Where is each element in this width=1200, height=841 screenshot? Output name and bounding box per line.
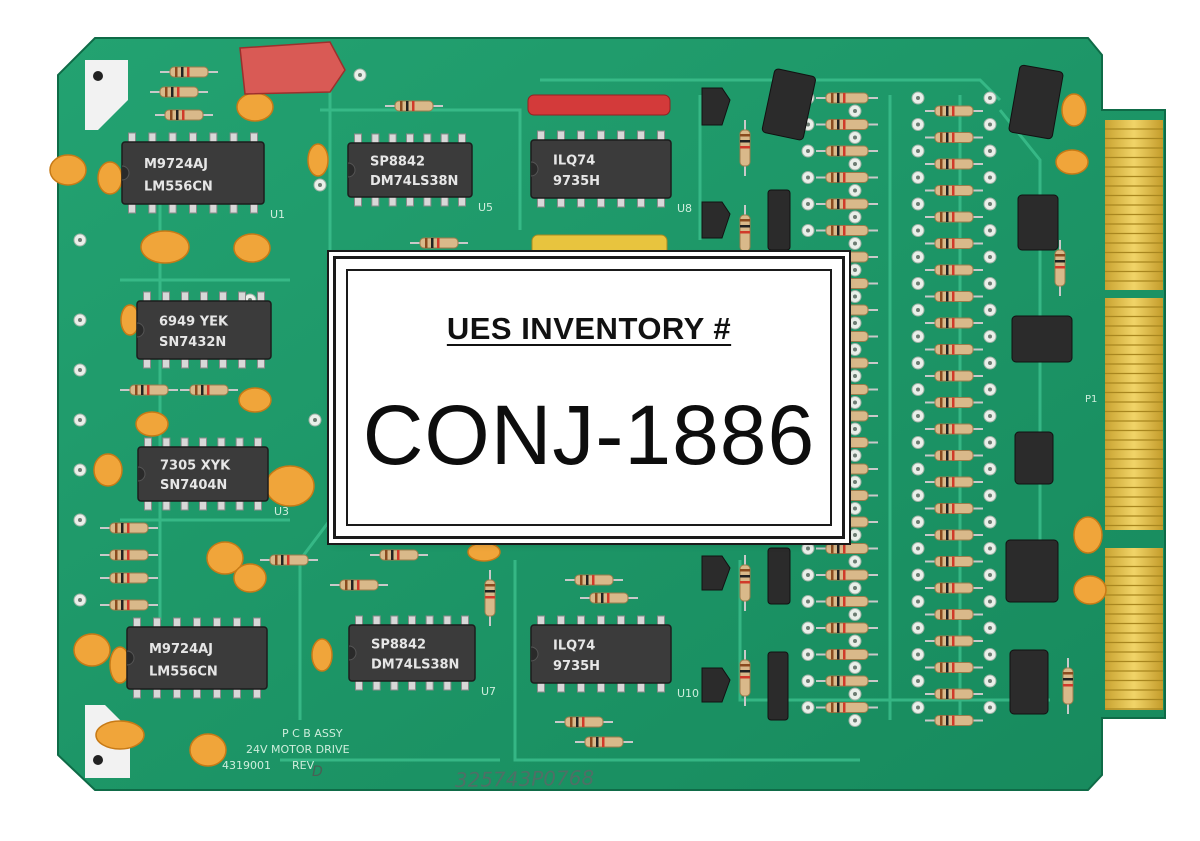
- connector-ref: P1: [1085, 394, 1097, 405]
- chip-top-text: ILQ74: [553, 638, 595, 653]
- chip-top-text: 6949 YEK: [159, 314, 229, 329]
- chip-bottom-text: DM74LS38N: [370, 174, 458, 189]
- inventory-label: UES INVENTORY # CONJ-1886: [333, 256, 845, 539]
- silkscreen: P C B ASSY 24V MOTOR DRIVE 4319001 REV D…: [222, 394, 1097, 780]
- chip-ref-text: U3: [274, 505, 289, 518]
- chip-ref-text: U8: [677, 202, 692, 215]
- chip-bottom-text: 9735H: [553, 174, 600, 189]
- chip-u3: 7305 XYK SN7404N U3: [137, 437, 289, 518]
- chip-ref-text: U1: [270, 208, 285, 221]
- chip-u8: ILQ74 9735H U8: [530, 130, 692, 215]
- hole-screw-top: [93, 71, 103, 81]
- chip-u10: ILQ74 9735H U10: [530, 615, 699, 700]
- chip-top-text: M9724AJ: [149, 642, 213, 657]
- resistor-pack-red: [527, 94, 671, 116]
- chip-u2: 6949 YEK SN7432N: [136, 291, 272, 369]
- chip-bottom-text: DM74LS38N: [371, 658, 459, 673]
- chip-top-text: SP8842: [370, 155, 425, 170]
- chip-u4: M9724AJ LM556CN: [126, 617, 268, 699]
- rev-letter: D: [312, 764, 323, 780]
- chip-ref-text: U10: [677, 687, 699, 700]
- resistor-pack-yellow: [531, 234, 668, 258]
- ceramic-capacitors: [49, 92, 1107, 767]
- handwritten-serial: 325743P0768: [455, 766, 595, 792]
- edge-connector: [1105, 120, 1163, 710]
- chip-bottom-text: SN7432N: [159, 335, 226, 350]
- hole-screw-bottom: [93, 755, 103, 765]
- inventory-id: CONJ-1886: [362, 388, 816, 482]
- chip-top-text: 7305 XYK: [160, 459, 231, 474]
- chip-top-text: ILQ74: [553, 153, 595, 168]
- chip-bottom-text: LM556CN: [144, 179, 213, 194]
- motor-drive-text: 24V MOTOR DRIVE: [246, 743, 350, 756]
- pcb-assy-text: P C B ASSY: [282, 727, 343, 740]
- chip-u1: M9724AJ LM556CN U1: [121, 132, 285, 221]
- inventory-label-border: [346, 269, 832, 526]
- chip-ref-text: U5: [478, 201, 493, 214]
- rev-text: REV: [292, 759, 315, 772]
- power-transistors: [701, 64, 1073, 721]
- ic-chips: M9724AJLM556CNU1SP8842DM74LS38NU5ILQ7497…: [121, 130, 699, 700]
- inventory-heading: UES INVENTORY #: [446, 311, 732, 346]
- part-number-text: 4319001: [222, 759, 271, 772]
- chip-ref-text: U7: [481, 685, 496, 698]
- film-capacitor: [239, 41, 346, 95]
- chip-top-text: SP8842: [371, 638, 426, 653]
- chip-bottom-text: SN7404N: [160, 478, 227, 493]
- chip-top-text: M9724AJ: [144, 157, 208, 172]
- chip-bottom-text: 9735H: [553, 659, 600, 674]
- chip-bottom-text: LM556CN: [149, 664, 218, 679]
